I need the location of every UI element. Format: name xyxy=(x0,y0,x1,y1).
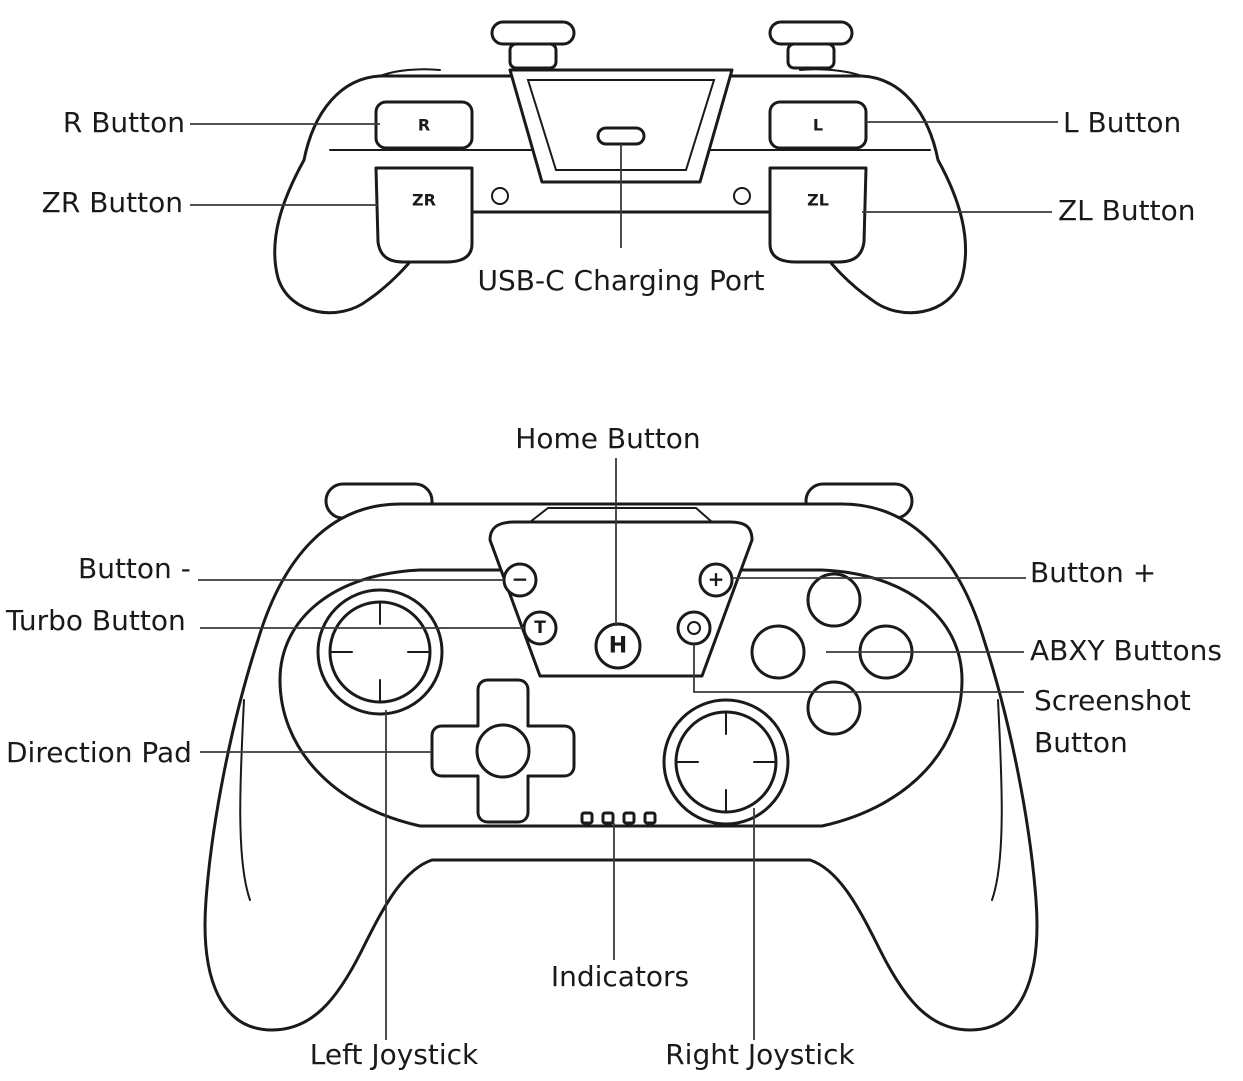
label-zr-button: ZR Button xyxy=(42,186,183,219)
label-screenshot-line2: Button xyxy=(1034,726,1128,759)
label-l-button: L Button xyxy=(1063,106,1181,139)
top-center-housing xyxy=(508,68,734,184)
label-home-button: Home Button xyxy=(515,422,700,455)
r-button-glyph: R xyxy=(418,116,430,135)
label-direction-pad: Direction Pad xyxy=(6,736,192,769)
label-usb-port: USB-C Charging Port xyxy=(478,264,765,297)
label-turbo-button: Turbo Button xyxy=(5,604,186,637)
screenshot-button[interactable] xyxy=(676,610,712,646)
minus-button-glyph: − xyxy=(512,567,529,591)
home-button-glyph: H xyxy=(609,634,627,659)
abxy-bottom-button[interactable] xyxy=(806,680,862,736)
l-button-glyph: L xyxy=(813,116,823,135)
label-zl-button: ZL Button xyxy=(1058,194,1195,227)
minus-button[interactable]: − xyxy=(502,562,538,598)
label-button-minus: Button - xyxy=(78,552,191,585)
abxy-buttons xyxy=(750,572,914,736)
label-right-joystick: Right Joystick xyxy=(665,1038,855,1071)
label-left-joystick: Left Joystick xyxy=(310,1038,479,1071)
zr-button[interactable]: ZR xyxy=(374,166,474,264)
abxy-top-button[interactable] xyxy=(806,572,862,628)
usb-c-port xyxy=(596,126,646,146)
top-left-stick-cap xyxy=(490,20,576,70)
zl-button[interactable]: ZL xyxy=(768,166,868,264)
label-r-button: R Button xyxy=(63,106,185,139)
left-joystick[interactable] xyxy=(316,588,444,716)
turbo-button[interactable]: T xyxy=(522,610,558,646)
label-screenshot-line1: Screenshot xyxy=(1034,684,1191,717)
label-indicators: Indicators xyxy=(551,960,689,993)
zl-button-glyph: ZL xyxy=(807,191,829,210)
indicator-leds xyxy=(580,811,657,825)
front-view-controller: − + T H xyxy=(203,482,1039,1032)
abxy-left-button[interactable] xyxy=(750,624,806,680)
l-button[interactable]: L xyxy=(768,100,868,150)
plus-button-glyph: + xyxy=(708,567,725,591)
home-button[interactable]: H xyxy=(594,622,642,670)
turbo-button-glyph: T xyxy=(534,618,546,638)
r-button[interactable]: R xyxy=(374,100,474,150)
label-button-plus: Button + xyxy=(1030,556,1156,589)
plus-button[interactable]: + xyxy=(698,562,734,598)
right-joystick[interactable] xyxy=(662,698,790,826)
direction-pad[interactable] xyxy=(430,678,576,824)
top-right-stick-cap xyxy=(768,20,854,70)
zr-button-glyph: ZR xyxy=(412,191,436,210)
leader-screenshot xyxy=(693,644,1024,693)
label-abxy-buttons: ABXY Buttons xyxy=(1030,634,1222,667)
